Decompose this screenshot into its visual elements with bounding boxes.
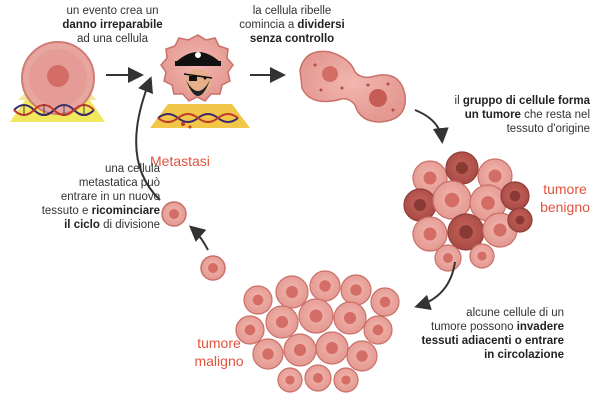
benign-tumour — [403, 151, 533, 272]
pirate-face-icon — [175, 52, 221, 96]
arrow-icon — [414, 109, 449, 144]
damaged-cell — [10, 41, 105, 122]
dividing-cell — [299, 50, 407, 123]
metastatic-cell — [161, 201, 226, 281]
malignant-tumour — [235, 270, 400, 393]
step1-caption: un evento crea un danno irreparabile ad … — [62, 5, 163, 45]
arrow-icon — [135, 76, 161, 201]
dna-strand-icon — [13, 104, 95, 116]
metastasi-label: Metastasi — [150, 153, 210, 169]
step5-caption: una cellula metastatica può entrare in u… — [41, 163, 160, 231]
arrow-icon — [414, 261, 456, 311]
step4-caption: alcune cellule di un tumore possono inva… — [421, 307, 564, 361]
step2-caption: la cellula ribelle comincia a dividersi … — [239, 5, 345, 45]
arrow-icon — [188, 225, 209, 251]
rebel-cell — [150, 34, 250, 129]
step3-caption: il gruppo di cellule forma un tumore che… — [454, 95, 590, 135]
